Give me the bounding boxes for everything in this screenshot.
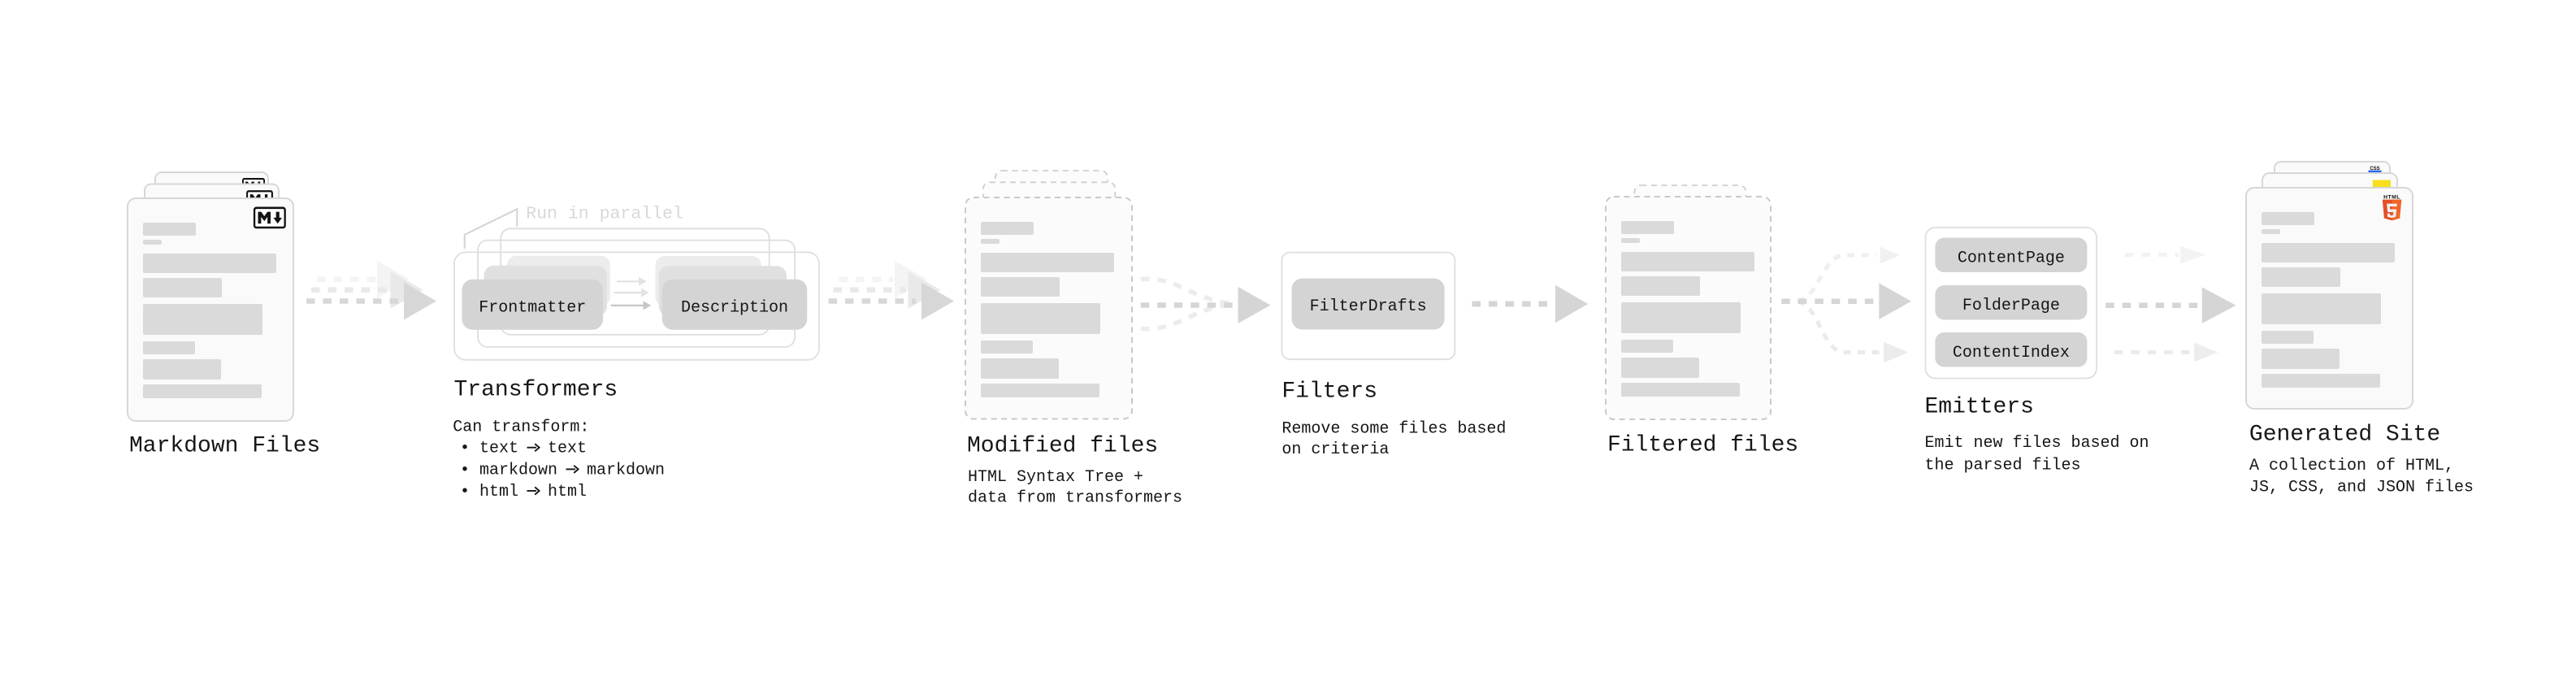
svg-text:Description: Description (681, 299, 788, 318)
svg-text:A collection of HTML,: A collection of HTML, (2249, 457, 2454, 475)
svg-text:Modified files: Modified files (967, 434, 1158, 459)
svg-text:Filtered files: Filtered files (1607, 433, 1798, 458)
svg-text:Generated Site: Generated Site (2249, 422, 2440, 447)
svg-text:the parsed files: the parsed files (1925, 457, 2081, 475)
svg-text:Emit new files based on: Emit new files based on (1925, 434, 2149, 453)
svg-text:Transformers: Transformers (454, 378, 618, 403)
svg-text:ContentIndex: ContentIndex (1953, 344, 2070, 362)
svg-text:FolderPage: FolderPage (1962, 297, 2060, 315)
svg-text:Emitters: Emitters (1925, 395, 2034, 420)
svg-text:HTML Syntax Tree +: HTML Syntax Tree + (968, 468, 1143, 487)
svg-text:• html html: • html html (460, 483, 587, 501)
svg-text:• markdown markdown: • markdown markdown (460, 461, 665, 479)
svg-text:ContentPage: ContentPage (1958, 249, 2065, 267)
svg-text:Remove some files based: Remove some files based (1281, 420, 1506, 439)
svg-text:JS, CSS, and JSON files: JS, CSS, and JSON files (2249, 479, 2474, 497)
svg-text:Frontmatter: Frontmatter (479, 299, 586, 318)
svg-text:data from transformers: data from transformers (968, 489, 1182, 508)
svg-text:CSS: CSS (2370, 167, 2379, 171)
svg-text:• text text: • text text (460, 440, 587, 458)
svg-text:Filters: Filters (1281, 380, 1377, 405)
svg-text:on criteria: on criteria (1281, 440, 1389, 459)
svg-text:HTML: HTML (2383, 195, 2400, 201)
svg-text:Can transform:: Can transform: (453, 418, 589, 436)
svg-text:FilterDrafts: FilterDrafts (1310, 297, 1427, 316)
svg-text:Run in parallel: Run in parallel (526, 205, 683, 224)
svg-text:Markdown Files: Markdown Files (129, 434, 320, 459)
